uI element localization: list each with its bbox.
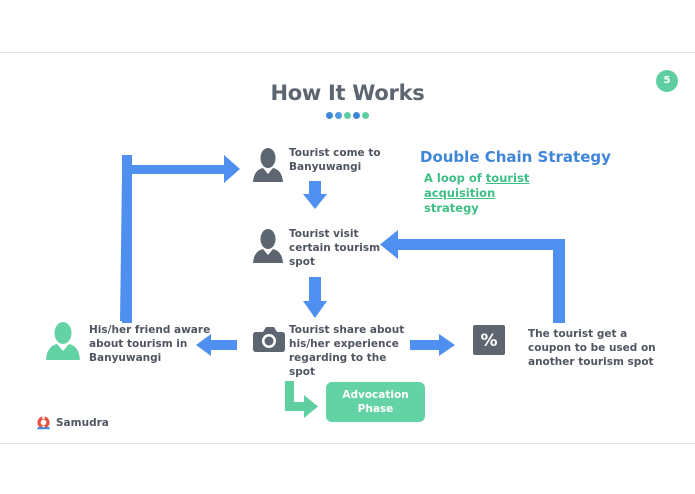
step-line: Tourist come to [289,147,381,159]
title-dot-2 [335,112,342,119]
advocation-phase-box: Advocation Phase [326,382,425,422]
step-line: certain tourism [289,242,381,254]
arrow-visit-to-share-head [303,301,327,318]
arrow-to-phase-head [304,395,318,418]
flow-diagram: % [46,148,565,418]
phase-line: Advocation [342,389,409,401]
page-number-badge: 5 [656,70,678,92]
step-line: spot [289,256,315,268]
step-tourist-come: Tourist come to Banyuwangi [289,146,381,174]
arrow-visit-to-share-shaft [309,277,321,302]
step-tourist-visit: Tourist visit certain tourism spot [289,227,380,269]
brand: Samudra [36,415,109,430]
title-dot-5 [362,112,369,119]
loop-arrow-right-head [380,230,398,259]
loop-arrow-right-top [396,239,565,250]
loop-arrow-left-shaft [122,155,132,323]
person-icon [253,148,283,182]
arrow-share-to-coupon-head [439,334,455,356]
loop-arrow-left-head [224,155,240,183]
strategy-title: Double Chain Strategy [420,148,611,166]
arrow-to-phase-vertical [285,381,294,411]
step-line: his/her experience [289,338,399,350]
brand-name: Samudra [56,416,109,429]
loop-arrow-left [120,165,224,321]
step-line: regarding to the [289,352,387,364]
arrow-to-phase-horizontal [285,402,305,411]
slide-title: How It Works [270,81,425,105]
person-icon [46,322,80,360]
step-line: about tourism in [89,338,188,350]
arrow-share-to-coupon-shaft [410,340,440,350]
arrow-come-to-visit-head [303,194,327,209]
step-line: spot [289,366,315,378]
slide: How It Works 5 [0,52,695,444]
step-line: another tourism spot [528,356,654,368]
step-friend-aware: His/her friend aware about tourism in Ba… [89,323,210,365]
step-line: Tourist visit [289,228,359,240]
strategy-subtitle-prefix: A loop of [424,171,486,185]
strategy-subtitle-link[interactable]: tourist acquisition [424,171,530,200]
percent-icon: % [473,325,505,355]
lifebuoy-icon [37,416,50,430]
title-dot-4 [353,112,360,119]
step-tourist-share: Tourist share about his/her experience r… [289,323,404,379]
person-icon [253,229,283,263]
title-dot-3 [344,112,351,119]
step-line: coupon to be used on [528,342,656,354]
percent-icon-glyph: % [480,331,497,351]
loop-arrow-right-shaft [553,239,565,323]
step-coupon: The tourist get a coupon to be used on a… [528,327,656,369]
step-line: Banyuwangi [89,352,162,364]
arrow-share-to-friend-head [196,334,211,356]
camera-icon [253,327,285,352]
arrow-come-to-visit-shaft [309,181,321,195]
strategy-subtitle-suffix: strategy [424,201,479,215]
phase-line: Phase [357,403,394,415]
step-line: The tourist get a [528,328,628,340]
step-line: Banyuwangi [289,161,362,173]
step-line: His/her friend aware [89,324,211,336]
arrow-share-to-friend-shaft [210,340,237,350]
strategy-subtitle: A loop of tourist acquisition strategy [424,171,604,216]
title-dot-1 [326,112,333,119]
step-line: Tourist share about [289,324,405,336]
